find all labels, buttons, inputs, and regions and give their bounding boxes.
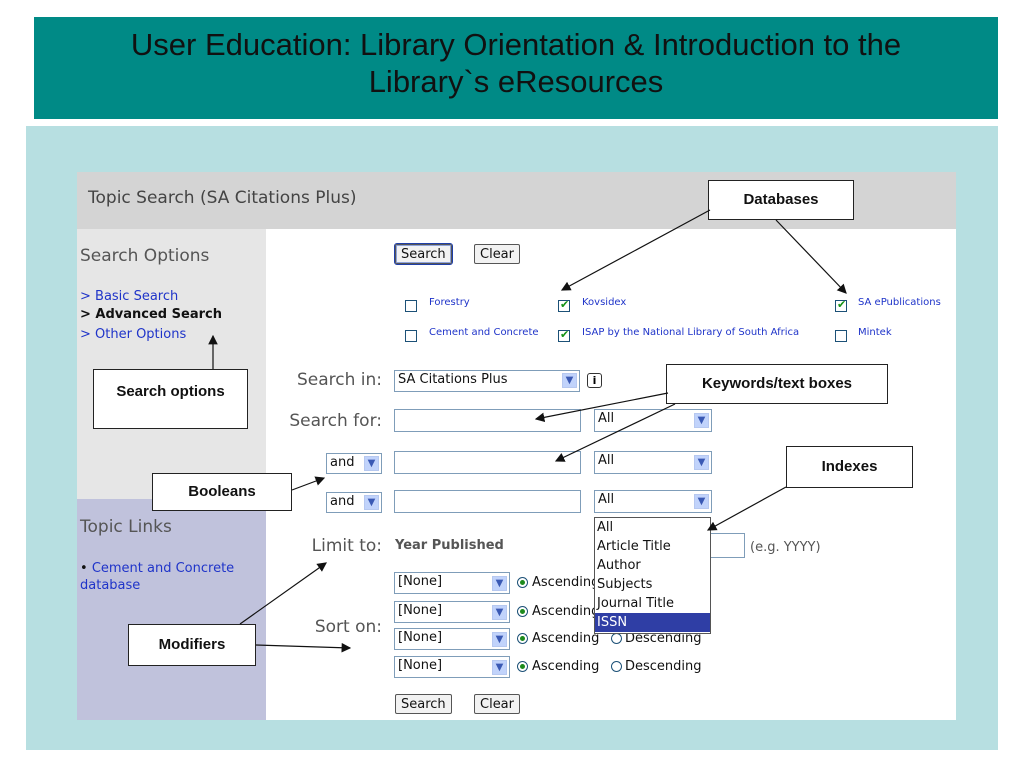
index-option-issn[interactable]: ISSN <box>595 613 710 632</box>
databases-callout: Databases <box>708 180 854 220</box>
chevron-down-icon: ▼ <box>492 660 507 675</box>
topic-links-heading: Topic Links <box>80 517 172 537</box>
index-select-1-value: All <box>598 411 615 426</box>
ascending-radio-1[interactable] <box>517 577 528 588</box>
search-in-value: SA Citations Plus <box>398 372 508 387</box>
mintek-label: Mintek <box>858 327 892 338</box>
kovsidex-label: Kovsidex <box>582 297 627 308</box>
topic-links-sidebar <box>77 499 266 720</box>
clear-button-top[interactable]: Clear <box>474 244 520 264</box>
keyword-input-2[interactable] <box>394 451 581 474</box>
index-select-3-value: All <box>598 492 615 507</box>
isap-label: ISAP by the National Library of South Af… <box>582 327 800 338</box>
year-format-hint: (e.g. YYYY) <box>750 540 821 555</box>
search-in-select[interactable]: SA Citations Plus ▼ <box>394 370 580 392</box>
search-options-sidebar <box>77 229 266 499</box>
kovsidex-checkbox[interactable] <box>558 298 570 312</box>
keywords-callout: Keywords/text boxes <box>666 364 888 404</box>
ascending-label: Ascending <box>532 604 600 619</box>
index-option-author[interactable]: Author <box>597 558 641 573</box>
chevron-down-icon: ▼ <box>364 495 379 510</box>
keyword-input-1[interactable] <box>394 409 581 432</box>
chevron-down-icon: ▼ <box>492 605 507 620</box>
index-select-3[interactable]: All ▼ <box>594 490 712 513</box>
index-option-subjects[interactable]: Subjects <box>597 577 653 592</box>
sort-field-value: [None] <box>398 603 443 618</box>
sort-field-select-1[interactable]: [None] ▼ <box>394 572 510 594</box>
forestry-label: Forestry <box>429 297 470 308</box>
ascending-radio-2[interactable] <box>517 606 528 617</box>
other-options-link[interactable]: > Other Options <box>80 327 187 342</box>
booleans-callout: Booleans <box>152 473 292 511</box>
clear-button-bottom[interactable]: Clear <box>474 694 520 714</box>
search-button-bottom[interactable]: Search <box>395 694 452 714</box>
sa-epublications-label: SA ePublications <box>858 297 941 308</box>
chevron-down-icon: ▼ <box>492 632 507 647</box>
bullet: • <box>80 561 92 576</box>
slide-title: User Education: Library Orientation & In… <box>34 26 998 100</box>
search-button-top[interactable]: Search <box>394 243 453 265</box>
limit-to-label: Limit to: <box>311 536 382 556</box>
index-dropdown-list[interactable]: All Article Title Author Subjects Journa… <box>594 517 711 634</box>
topic-link-text: Cement and Concrete database <box>80 561 235 593</box>
index-option-all[interactable]: All <box>597 520 614 535</box>
boolean-select-1-value: and <box>330 455 355 470</box>
chevron-down-icon: ▼ <box>492 576 507 591</box>
search-options-callout: Search options <box>93 369 248 429</box>
boolean-select-1[interactable]: and ▼ <box>326 453 382 474</box>
descending-radio-3[interactable] <box>611 633 622 644</box>
ascending-label: Ascending <box>532 631 600 646</box>
year-input[interactable] <box>705 533 745 558</box>
sort-field-value: [None] <box>398 658 443 673</box>
info-icon[interactable]: i <box>587 373 602 388</box>
sort-field-value: [None] <box>398 630 443 645</box>
index-select-2-value: All <box>598 453 615 468</box>
keyword-input-3[interactable] <box>394 490 581 513</box>
search-in-label: Search in: <box>296 370 382 390</box>
advanced-search-link[interactable]: > Advanced Search <box>80 307 222 322</box>
search-for-label: Search for: <box>289 411 382 431</box>
ascending-radio-3[interactable] <box>517 633 528 644</box>
slide-title-line-2: Library`s eResources <box>368 64 664 99</box>
sort-field-select-2[interactable]: [None] ▼ <box>394 601 510 623</box>
sort-field-value: [None] <box>398 574 443 589</box>
forestry-checkbox[interactable] <box>405 300 417 312</box>
year-published-label: Year Published <box>395 538 504 553</box>
index-option-journal-title[interactable]: Journal Title <box>597 596 674 611</box>
chevron-down-icon: ▼ <box>694 494 709 509</box>
boolean-select-2[interactable]: and ▼ <box>326 492 382 513</box>
boolean-select-2-value: and <box>330 494 355 509</box>
sa-epublications-checkbox[interactable] <box>835 298 847 312</box>
search-options-heading: Search Options <box>80 246 210 266</box>
descending-label: Descending <box>625 659 702 674</box>
basic-search-link[interactable]: > Basic Search <box>80 289 179 304</box>
index-option-article-title[interactable]: Article Title <box>597 539 671 554</box>
index-select-2[interactable]: All ▼ <box>594 451 712 474</box>
slide-title-bar <box>34 17 998 119</box>
ascending-label: Ascending <box>532 659 600 674</box>
sort-field-select-3[interactable]: [None] ▼ <box>394 628 510 650</box>
topic-search-title: Topic Search (SA Citations Plus) <box>88 188 357 208</box>
ascending-radio-4[interactable] <box>517 661 528 672</box>
sort-field-select-4[interactable]: [None] ▼ <box>394 656 510 678</box>
cement-concrete-checkbox[interactable] <box>405 330 417 342</box>
modifiers-callout: Modifiers <box>128 624 256 666</box>
descending-label: Descending <box>625 631 702 646</box>
sort-on-label: Sort on: <box>314 617 382 637</box>
chevron-down-icon: ▼ <box>694 455 709 470</box>
isap-checkbox[interactable] <box>558 328 570 342</box>
chevron-down-icon: ▼ <box>694 413 709 428</box>
chevron-down-icon: ▼ <box>562 373 577 388</box>
indexes-callout: Indexes <box>786 446 913 488</box>
ascending-label: Ascending <box>532 575 600 590</box>
cement-concrete-label: Cement and Concrete <box>429 327 539 338</box>
cement-concrete-database-link[interactable]: • Cement and Concrete database <box>80 560 260 594</box>
chevron-down-icon: ▼ <box>364 456 379 471</box>
descending-radio-4[interactable] <box>611 661 622 672</box>
mintek-checkbox[interactable] <box>835 330 847 342</box>
slide-title-line-1: User Education: Library Orientation & In… <box>130 27 902 62</box>
index-select-1[interactable]: All ▼ <box>594 409 712 432</box>
